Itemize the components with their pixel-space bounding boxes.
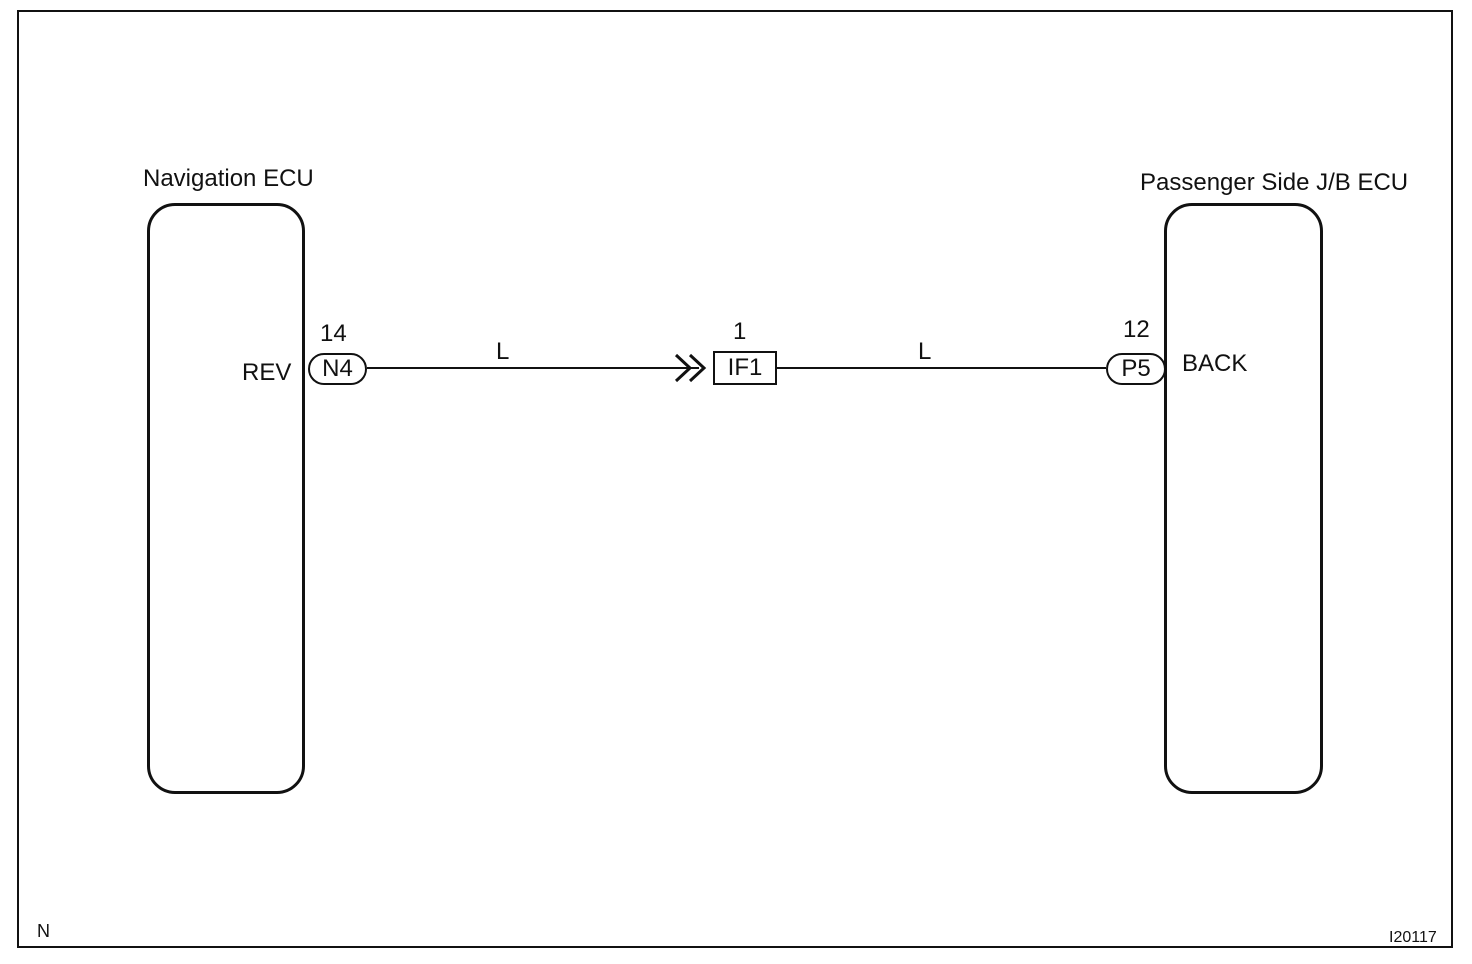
double-chevron-right [688,353,707,383]
n4-connector: N4 [308,353,367,385]
if1-junction-connector: IF1 [713,351,777,385]
left-pin-number: 14 [320,320,347,347]
diagram-frame [17,10,1453,948]
navigation-ecu-title: Navigation ECU [143,165,314,192]
back-terminal-label: BACK [1182,350,1248,377]
right-pin-number: 12 [1123,316,1150,343]
right-wire-color-label: L [918,338,932,365]
navigation-ecu-module [147,203,305,794]
passenger-side-jb-ecu-title: Passenger Side J/B ECU [1140,169,1409,196]
footer-left-code: N [37,921,50,941]
passenger-side-jb-ecu-module [1164,203,1323,794]
left-wire-color-label: L [496,338,510,365]
junction-pin-number: 1 [733,318,747,345]
rev-terminal-label: REV [242,359,292,386]
figure-id: I20117 [1389,929,1437,946]
p5-connector: P5 [1106,353,1166,385]
double-chevron-left [674,353,693,383]
